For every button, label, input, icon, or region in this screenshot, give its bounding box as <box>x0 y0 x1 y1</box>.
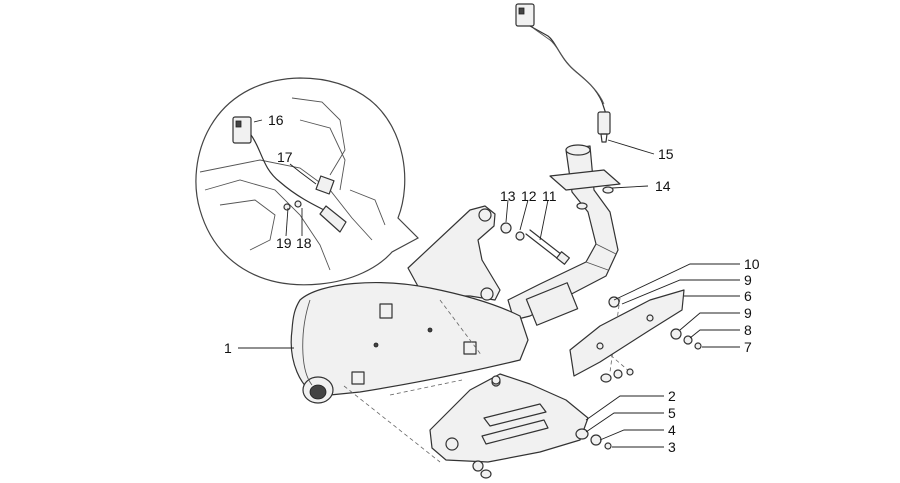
callout-16: 16 <box>268 112 284 128</box>
callout-labels: 1 2 3 4 5 6 7 8 9 9 10 11 12 13 14 15 16… <box>224 112 760 455</box>
leader-lines <box>238 119 740 448</box>
callout-17: 17 <box>277 149 293 165</box>
callout-9-lower: 9 <box>744 305 752 321</box>
oxygen-sensor <box>515 3 611 143</box>
inset-detail-view <box>195 77 419 286</box>
callout-2: 2 <box>668 388 676 404</box>
callout-3: 3 <box>668 439 676 455</box>
muffler-heat-shield <box>429 373 589 463</box>
exhaust-pipe <box>507 144 621 326</box>
callout-19: 19 <box>276 235 292 251</box>
callout-7: 7 <box>744 339 752 355</box>
callout-11: 11 <box>542 188 557 204</box>
hardware-items <box>472 186 702 479</box>
callout-12: 12 <box>521 188 537 204</box>
callout-14: 14 <box>655 178 671 194</box>
muffler-body <box>290 282 529 404</box>
callout-18: 18 <box>296 235 312 251</box>
callout-6: 6 <box>744 288 752 304</box>
callout-5: 5 <box>668 405 676 421</box>
callout-15: 15 <box>658 146 674 162</box>
mounting-bracket <box>407 205 501 301</box>
pipe-heat-shield <box>569 289 685 377</box>
callout-4: 4 <box>668 422 676 438</box>
callout-13: 13 <box>500 188 516 204</box>
callout-1: 1 <box>224 340 232 356</box>
callout-9-upper: 9 <box>744 272 752 288</box>
callout-8: 8 <box>744 322 752 338</box>
callout-10: 10 <box>744 256 760 272</box>
